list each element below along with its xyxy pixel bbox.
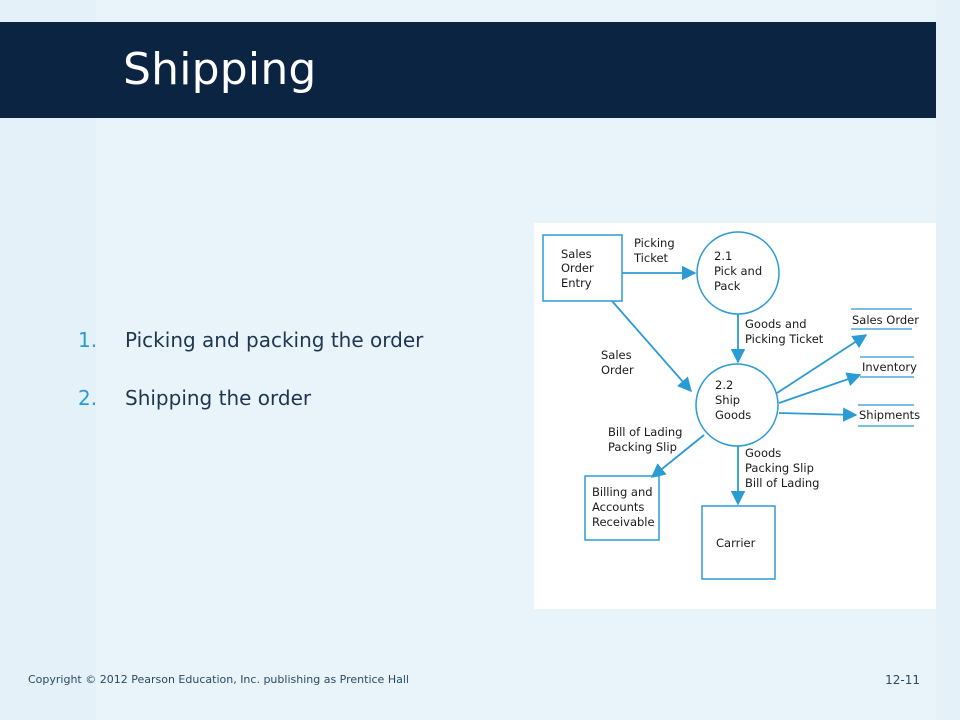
- bullet-text: Picking and packing the order: [125, 328, 424, 352]
- flow-label: Bill of Lading: [608, 425, 682, 439]
- bullet-number: 2.: [78, 386, 98, 410]
- store-shipments: Shipments: [859, 408, 920, 422]
- process-label: 2.2: [715, 378, 733, 392]
- entity-label: Billing and: [592, 485, 653, 499]
- entity-sales-order-entry: [542, 234, 623, 302]
- background-panel-left: [0, 0, 96, 720]
- flow-label: Ticket: [633, 251, 669, 265]
- flow-label: Packing Slip: [745, 461, 814, 475]
- copyright-footer: Copyright © 2012 Pearson Education, Inc.…: [28, 673, 409, 686]
- bullet-list: 1. Picking and packing the order 2. Shippi…: [78, 322, 423, 438]
- entity-carrier: [701, 505, 776, 580]
- data-flow-diagram: Sales Order Entry Billing and Accounts R…: [534, 223, 936, 609]
- flow-label: Bill of Lading: [745, 476, 819, 490]
- process-label: Pack: [714, 279, 741, 293]
- entity-label: Sales: [561, 247, 592, 261]
- flow-to-inventory: [778, 372, 862, 404]
- entity-label: Carrier: [716, 536, 756, 550]
- entity-label: Accounts: [592, 500, 644, 514]
- diagram-canvas: Sales Order Entry Billing and Accounts R…: [542, 231, 920, 580]
- process-label: Ship: [715, 393, 740, 407]
- flow-bill-packing: [650, 434, 705, 478]
- bullet-item: 1. Picking and packing the order: [78, 322, 423, 358]
- flow-label: Picking Ticket: [745, 332, 824, 346]
- process-label: Goods: [715, 408, 751, 422]
- process-label: Pick and: [714, 264, 762, 278]
- flow-to-sales-order: [776, 334, 868, 394]
- title-bar: [0, 22, 936, 118]
- background-panel-right: [936, 0, 960, 720]
- entity-label: Order: [561, 261, 594, 275]
- page-number: 12-11: [885, 673, 920, 687]
- entity-label: Receivable: [592, 515, 655, 529]
- slide-title: Shipping: [123, 44, 317, 95]
- process-ship-goods: [695, 363, 779, 447]
- flow-label: Goods: [745, 446, 781, 460]
- entity-label: Entry: [561, 276, 592, 290]
- flow-label: Packing Slip: [608, 440, 677, 454]
- process-label: 2.1: [714, 249, 732, 263]
- flow-sales-order: [611, 300, 692, 393]
- bullet-item: 2. Shipping the order: [78, 380, 423, 416]
- bullet-number: 1.: [78, 328, 98, 352]
- bullet-text: Shipping the order: [125, 386, 312, 410]
- store-inventory: Inventory: [862, 360, 917, 374]
- entity-billing: [584, 475, 660, 541]
- flow-label: Order: [601, 363, 634, 377]
- flow-label: Picking: [634, 236, 675, 250]
- store-sales-order: Sales Order: [852, 313, 919, 327]
- flow-label: Sales: [601, 348, 632, 362]
- flow-to-shipments: [778, 407, 858, 422]
- flow-label: Goods and: [745, 317, 807, 331]
